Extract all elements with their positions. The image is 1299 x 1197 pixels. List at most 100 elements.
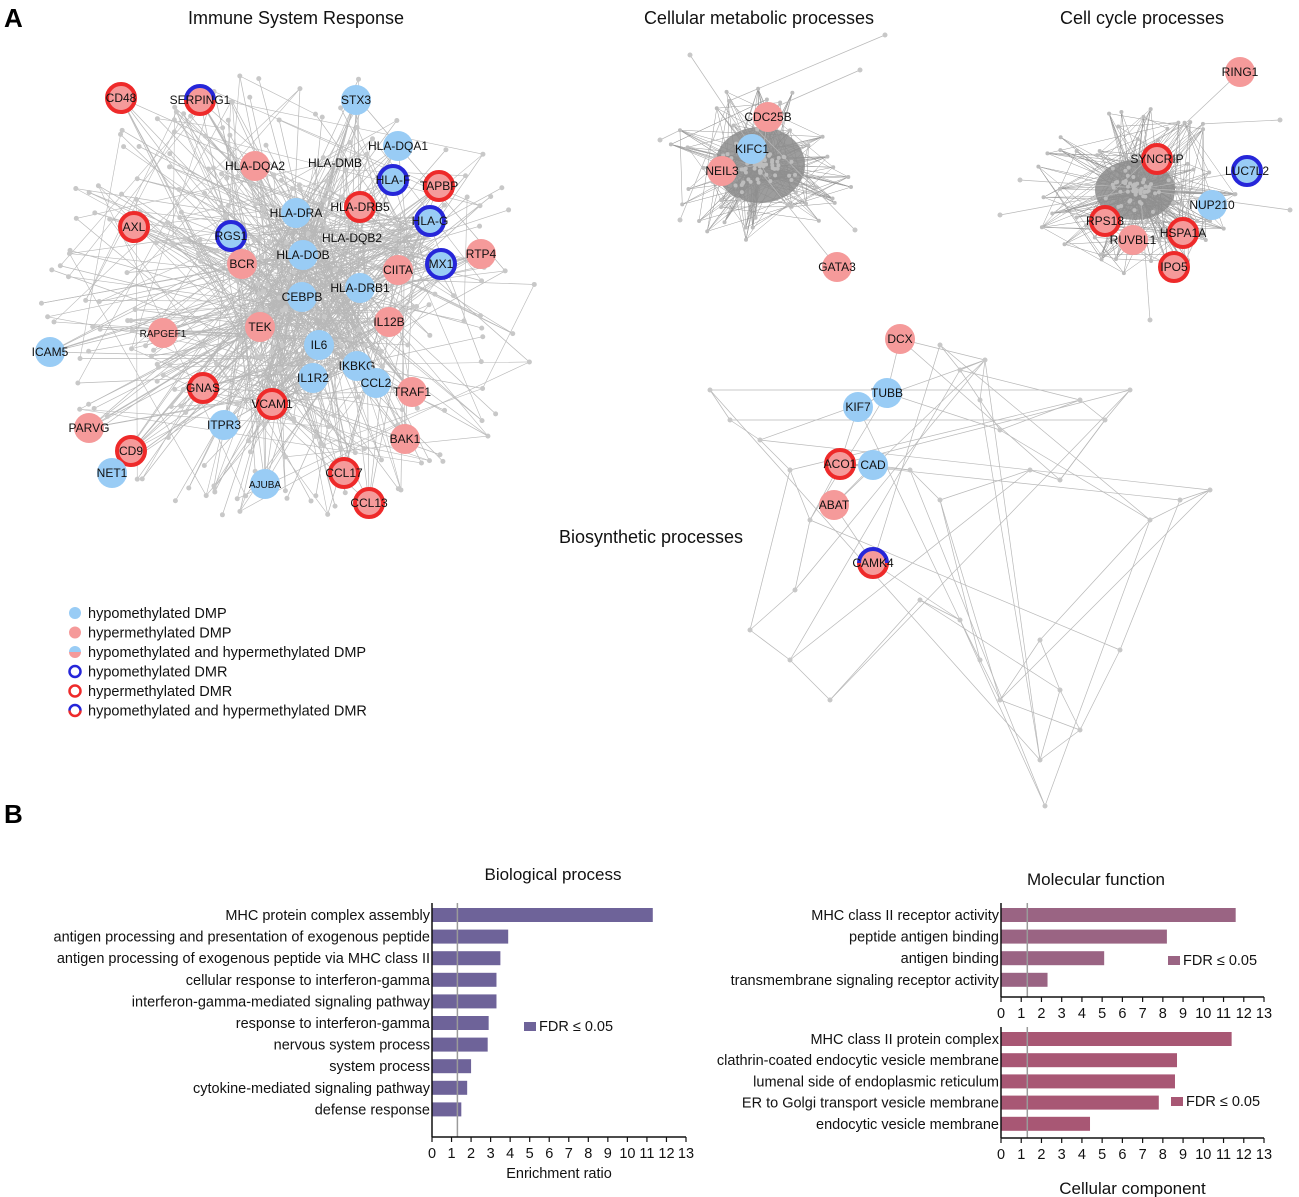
network-node — [432, 291, 438, 297]
gene-node-fill — [843, 392, 873, 422]
network-node — [764, 162, 769, 167]
edge — [131, 91, 215, 349]
category-label: antigen processing and presentation of e… — [54, 930, 430, 946]
edge — [1043, 128, 1168, 198]
network-node — [997, 697, 1003, 703]
edge — [49, 246, 405, 353]
network-node — [225, 203, 231, 209]
gene-label: HLA-DRA — [270, 206, 323, 220]
bar — [1001, 1074, 1175, 1089]
network-node — [461, 318, 467, 324]
network-node — [95, 183, 101, 189]
edge — [789, 469, 811, 521]
network-node — [804, 201, 809, 206]
edge — [709, 389, 731, 421]
network-node — [1103, 196, 1108, 201]
network-node — [1125, 173, 1130, 178]
network-node — [73, 215, 79, 221]
network-node — [668, 142, 673, 147]
network-node — [297, 187, 303, 193]
network-node — [202, 190, 208, 196]
gene-node-fill — [825, 449, 855, 479]
gene-label: MX1 — [429, 257, 454, 271]
edge — [88, 311, 240, 429]
network-node — [257, 235, 263, 241]
x-tick-label: 0 — [997, 1006, 1005, 1022]
network-node — [1221, 226, 1226, 231]
network-node — [355, 394, 361, 400]
gene-label: CIITA — [383, 263, 413, 277]
gene-node-fill — [345, 192, 375, 222]
edge — [872, 344, 941, 564]
gene-node-fill — [119, 212, 149, 242]
edge — [254, 165, 422, 270]
category-label: ER to Golgi transport vesicle membrane — [742, 1096, 999, 1112]
x-tick-label: 6 — [1118, 1147, 1126, 1163]
network-node — [325, 511, 331, 517]
edge — [130, 245, 426, 452]
edge — [133, 226, 325, 344]
gene-node-fill — [216, 221, 246, 251]
gene-label: HLA-DQA1 — [368, 139, 428, 153]
network-node — [443, 147, 449, 153]
edge — [214, 407, 273, 488]
legend-marker — [69, 607, 81, 619]
network-node — [243, 493, 249, 499]
network-node — [705, 229, 710, 234]
gene-node-fill — [885, 324, 915, 354]
network-node — [121, 144, 127, 150]
edge — [698, 108, 718, 222]
network-node — [165, 434, 171, 440]
gene-node-gnas: GNAS — [186, 372, 220, 404]
network-node — [203, 493, 209, 499]
network-node — [361, 446, 367, 452]
edge — [829, 389, 1131, 701]
edge — [294, 221, 442, 265]
x-tick-label: 7 — [1139, 1006, 1147, 1022]
edge — [269, 162, 336, 300]
network-node — [104, 413, 110, 419]
edge — [794, 519, 811, 591]
network-node — [426, 458, 432, 464]
network-node — [342, 167, 348, 173]
gene-node-tek: TEK — [245, 312, 275, 342]
network-node — [362, 303, 368, 309]
network-node — [219, 512, 225, 518]
category-label: interferon-gamma-mediated signaling path… — [132, 994, 431, 1010]
network-node — [882, 32, 888, 38]
gene-node-fill — [227, 249, 257, 279]
network-node — [57, 263, 63, 269]
edge — [872, 562, 961, 621]
gene-node-fill — [707, 156, 737, 186]
network-node — [1057, 687, 1063, 693]
edge — [1047, 122, 1179, 154]
network-node — [229, 99, 235, 105]
network-node — [92, 210, 98, 216]
gene-label: IL12B — [373, 315, 404, 329]
network-node — [740, 181, 745, 186]
gene-node-fill — [345, 273, 375, 303]
network-node — [1077, 397, 1083, 403]
network-node — [276, 295, 282, 301]
edge — [264, 346, 347, 485]
legend-label: hypomethylated and hypermethylated DMP — [88, 645, 366, 661]
edge — [315, 436, 430, 461]
network-node — [1110, 166, 1115, 171]
edge — [999, 188, 1142, 216]
network-node — [977, 657, 983, 663]
cellcycle-network-title: Cell cycle processes — [1060, 8, 1224, 28]
network-node — [305, 231, 311, 237]
x-tick-label: 1 — [1017, 1147, 1025, 1163]
bar — [1001, 929, 1167, 944]
gene-node-parvg: PARVG — [69, 413, 109, 443]
network-node — [464, 194, 470, 200]
network-node — [319, 114, 325, 120]
network-node — [318, 217, 324, 223]
gene-node-bcr: BCR — [227, 249, 257, 279]
network-node — [181, 111, 187, 117]
network-node — [167, 362, 173, 368]
network-node — [1114, 256, 1119, 261]
legend-label: hypermethylated DMP — [88, 626, 231, 642]
network-node — [291, 418, 297, 424]
